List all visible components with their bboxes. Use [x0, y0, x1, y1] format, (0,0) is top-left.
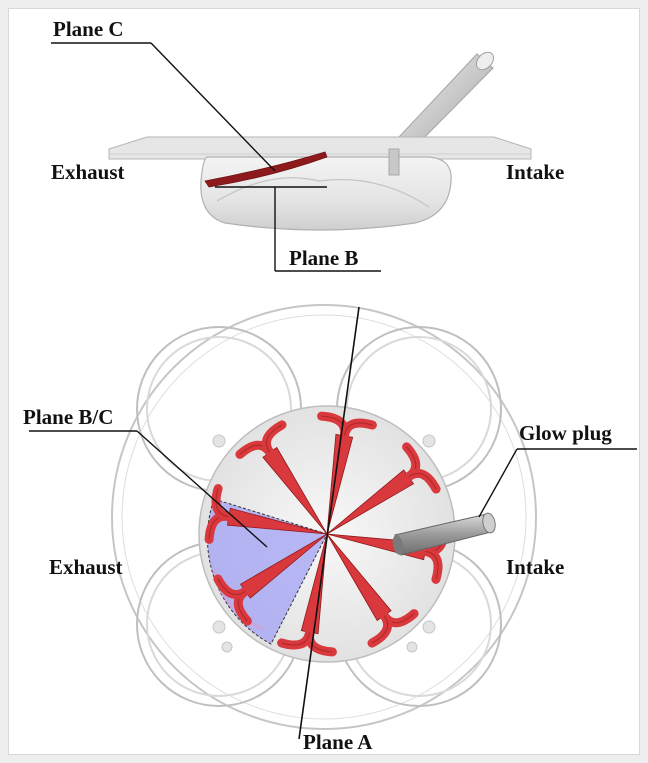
plane-a-label: Plane A	[303, 730, 373, 754]
intake-label-top: Intake	[506, 160, 564, 184]
exhaust-label-bottom: Exhaust	[49, 555, 123, 579]
combustion-chamber-diagram: Plane C Exhaust Intake Plane B Plane B/C…	[9, 9, 641, 756]
figure-frame: Plane C Exhaust Intake Plane B Plane B/C…	[8, 8, 640, 755]
intake-pipe	[399, 49, 497, 149]
plane-c-label: Plane C	[53, 17, 124, 41]
side-view	[51, 43, 531, 271]
plane-b-label: Plane B	[289, 246, 358, 270]
intake-label-bottom: Intake	[506, 555, 564, 579]
plan-view	[29, 305, 637, 739]
glow-plug-label: Glow plug	[519, 421, 612, 445]
plane-bc-label: Plane B/C	[23, 405, 113, 429]
exhaust-label-top: Exhaust	[51, 160, 125, 184]
piston-bowl	[201, 157, 451, 230]
